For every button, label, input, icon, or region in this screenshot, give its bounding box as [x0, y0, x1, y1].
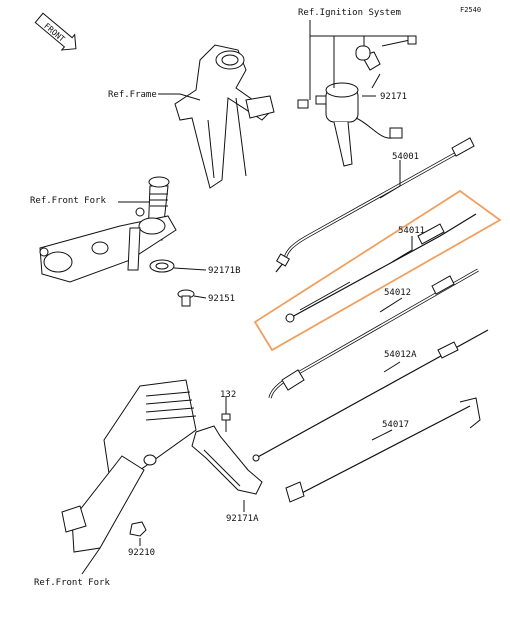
part-54011-label: 54011 — [398, 226, 426, 236]
lower-fork-part — [61, 379, 197, 553]
bracket-92171a-part — [191, 425, 263, 495]
part-54012a-label: 54012A — [384, 350, 417, 360]
front-arrow-icon — [34, 12, 77, 51]
frame-part — [174, 44, 275, 189]
part-92171-label: 92171 — [380, 92, 408, 102]
part-54012-label: 54012 — [384, 288, 412, 298]
part-92171b-label: 92171B — [208, 266, 241, 276]
nut-92210-part — [129, 521, 147, 537]
part-54001-label: 54001 — [392, 152, 420, 162]
ref-front-fork-bottom-label: Ref.Front Fork — [34, 578, 110, 588]
diagram-code: F2540 — [460, 6, 482, 14]
triple-clamp-part — [39, 176, 177, 283]
ref-front-fork-top-label: Ref.Front Fork — [30, 196, 106, 206]
ref-ignition-label: Ref.Ignition System — [298, 8, 401, 18]
bolt-92151-part — [177, 289, 195, 307]
part-132-label: 132 — [220, 390, 237, 400]
leader-lines — [81, 93, 413, 575]
part-92151-label: 92151 — [208, 294, 236, 304]
cable-54011 — [285, 213, 477, 323]
ref-frame-label: Ref.Frame — [108, 90, 157, 100]
part-54017-label: 54017 — [382, 420, 410, 430]
part-92210-label: 92210 — [128, 548, 156, 558]
cable-54017 — [285, 397, 481, 503]
cable-54001 — [275, 137, 475, 273]
cable-54012 — [268, 268, 479, 399]
part-92171a-label: 92171A — [226, 514, 259, 524]
cable-54012a — [252, 329, 489, 462]
ignition-coil-part — [297, 35, 417, 167]
highlight-box — [253, 189, 502, 352]
bolt-132-part — [221, 413, 231, 432]
clamp-92171b-part — [149, 259, 175, 273]
